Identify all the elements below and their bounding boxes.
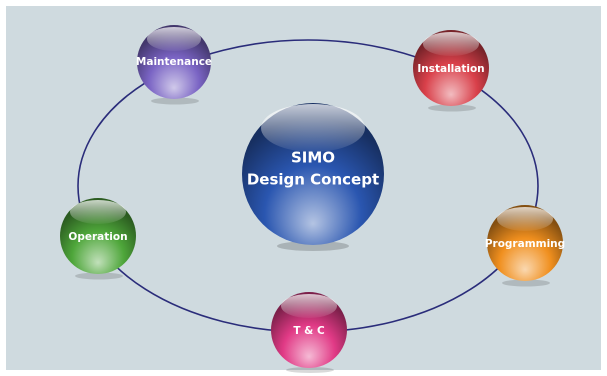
node-shadow [286, 367, 334, 373]
node-highlight [281, 294, 337, 318]
node-shadow [151, 97, 199, 105]
node-operation: Operation [60, 198, 136, 280]
node-label-programming: Programming [485, 238, 565, 250]
center-title-line2: Design Concept [247, 171, 379, 189]
center-title-line1: SIMO [291, 149, 335, 167]
node-label-installation: Installation [417, 63, 484, 75]
center-shadow [277, 241, 349, 251]
node-programming: Programming [485, 205, 565, 287]
node-shadow [75, 272, 123, 280]
center-highlight [261, 104, 365, 152]
node-installation: Installation [413, 30, 489, 112]
node-label-maintenance: Maintenance [136, 56, 212, 68]
node-label-tc: T & C [293, 325, 325, 337]
node-shadow [428, 104, 476, 112]
node-highlight [497, 207, 553, 231]
node-label-operation: Operation [68, 231, 127, 243]
node-highlight [423, 32, 479, 56]
node-maintenance: Maintenance [136, 25, 212, 105]
node-highlight [147, 27, 201, 51]
node-highlight [70, 200, 126, 224]
center-node: SIMO Design Concept [242, 103, 384, 251]
node-tc: T & C [271, 292, 347, 373]
node-shadow [502, 279, 550, 287]
